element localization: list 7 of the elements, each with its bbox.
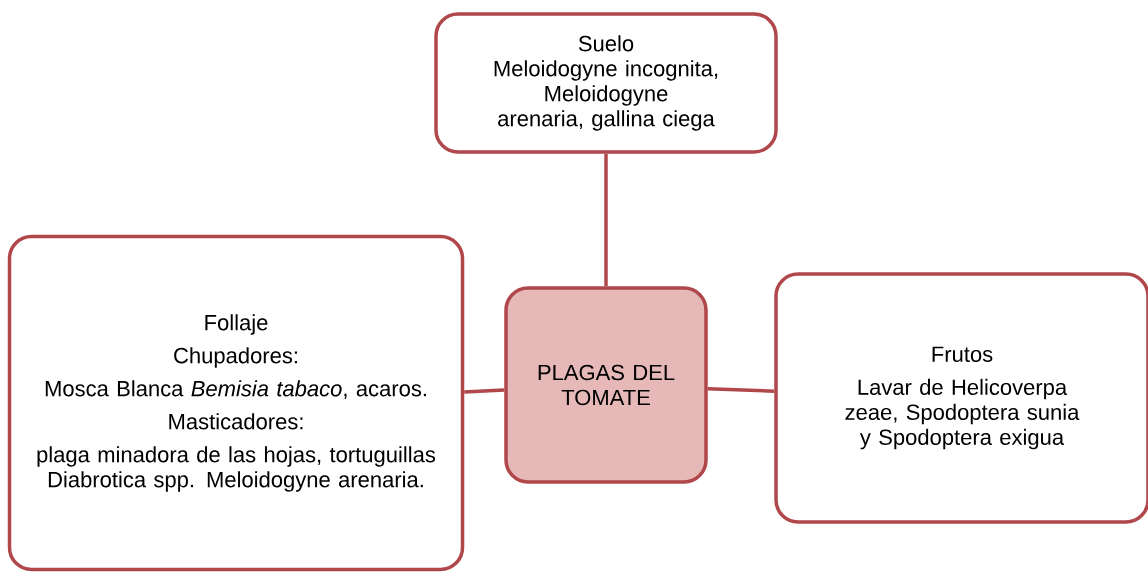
category-box: Suelo Meloidogyne incognita, Meloidogyne arenaria, gallina ciega — [434, 12, 778, 154]
connector-line — [707, 386, 775, 393]
category-box: Follaje Chupadores: Mosca Blanca Bemisia tabaco, acaros. Masticadores: plaga minadora de las hojas, tortuguillas Diabrotica spp. Meloidogyne arenaria. — [7, 234, 465, 572]
connector-line — [604, 153, 608, 287]
category-box: Frutos Lavar de Helicoverpa zeae, Spodoptera sunia y Spodoptera exigua — [774, 272, 1148, 524]
central-box: PLAGAS DEL TOMATE — [504, 286, 708, 484]
connector-line — [464, 388, 505, 394]
